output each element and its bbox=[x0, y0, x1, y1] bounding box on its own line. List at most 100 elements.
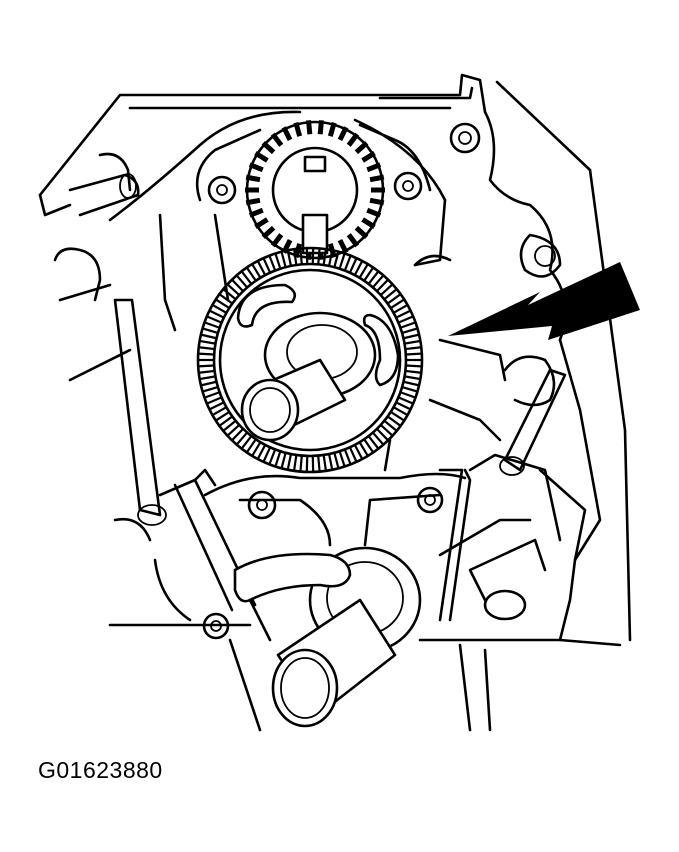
gear-tooth bbox=[354, 140, 369, 155]
gear-tooth bbox=[346, 233, 360, 248]
gear-tooth bbox=[274, 450, 282, 467]
gear-tooth bbox=[254, 217, 269, 229]
gear-tooth bbox=[387, 293, 402, 305]
gear-tooth bbox=[363, 266, 375, 282]
gear-tooth bbox=[293, 243, 303, 259]
gear-tooth bbox=[405, 364, 422, 368]
gear-tooth bbox=[248, 162, 264, 173]
gear-tooth bbox=[358, 441, 369, 457]
gear-tooth bbox=[376, 428, 389, 442]
gear-tooth bbox=[343, 255, 352, 271]
gear-tooth bbox=[198, 352, 215, 356]
gear-tooth bbox=[369, 174, 385, 183]
gear-tooth bbox=[204, 391, 220, 399]
gear-tooth bbox=[372, 274, 385, 289]
right-guide-rail bbox=[416, 368, 567, 622]
gear-tooth bbox=[306, 120, 313, 135]
gear-tooth bbox=[333, 251, 340, 268]
gear-tooth bbox=[353, 260, 364, 276]
gear-tooth bbox=[338, 450, 346, 467]
gear-tooth bbox=[245, 174, 261, 183]
gear-tooth bbox=[393, 303, 409, 314]
left-guide-rail bbox=[113, 298, 277, 640]
gear-tooth bbox=[256, 260, 267, 276]
gear-tooth bbox=[403, 333, 420, 340]
gear-tooth bbox=[231, 278, 244, 292]
gear-tooth bbox=[348, 446, 358, 463]
gear-tooth bbox=[390, 410, 405, 422]
gear-tooth bbox=[281, 126, 293, 141]
gear-tooth bbox=[361, 217, 376, 229]
gear-tooth bbox=[254, 151, 269, 163]
gear-tooth bbox=[235, 431, 248, 446]
gear-tooth bbox=[274, 253, 282, 270]
gear-tooth bbox=[270, 132, 284, 147]
gear-tooth bbox=[317, 248, 321, 265]
gear-tooth bbox=[317, 455, 321, 472]
gear-tooth bbox=[299, 248, 303, 265]
gear-tooth bbox=[338, 253, 346, 270]
gear-tooth bbox=[240, 435, 253, 450]
gear-tooth bbox=[215, 410, 230, 422]
gear-tooth bbox=[199, 339, 216, 345]
gear-tooth bbox=[401, 385, 418, 393]
gear-tooth bbox=[251, 441, 262, 457]
gear-tooth bbox=[379, 424, 394, 437]
gear-tooth bbox=[245, 266, 257, 282]
gear-tooth bbox=[226, 283, 241, 296]
gear-tooth bbox=[403, 380, 420, 387]
gear-tooth bbox=[218, 293, 233, 305]
gear-tooth bbox=[404, 375, 421, 381]
gear-tooth bbox=[245, 438, 257, 454]
gear-tooth bbox=[405, 369, 422, 374]
gear-tooth bbox=[366, 207, 382, 218]
gear-tooth bbox=[222, 419, 237, 432]
gear-tooth bbox=[280, 251, 287, 268]
gear-tooth bbox=[202, 385, 219, 393]
gear-tooth bbox=[367, 435, 380, 450]
gear-tooth bbox=[200, 333, 217, 340]
pointer-arrow bbox=[448, 262, 640, 340]
gear-tooth bbox=[235, 274, 248, 289]
gear-tooth bbox=[209, 309, 225, 319]
gear-tooth bbox=[327, 250, 334, 267]
holding-tool bbox=[233, 546, 422, 728]
gear-tooth bbox=[366, 162, 382, 173]
gear-tooth bbox=[268, 255, 277, 271]
gear-tooth bbox=[245, 197, 261, 206]
gear-tooth bbox=[209, 401, 225, 411]
gear-tooth bbox=[395, 401, 411, 411]
gear-tooth bbox=[211, 406, 227, 417]
gear-tooth bbox=[387, 415, 402, 427]
gear-tooth bbox=[393, 406, 409, 417]
gear-tooth bbox=[231, 428, 244, 442]
gear-tooth bbox=[405, 352, 422, 356]
gear-tooth bbox=[327, 453, 334, 470]
gear-tooth bbox=[317, 120, 324, 135]
gear-tooth bbox=[400, 391, 416, 399]
gear-tooth bbox=[390, 298, 405, 310]
gear-tooth bbox=[379, 283, 394, 296]
engine-block-outline bbox=[38, 73, 632, 732]
gear-tooth bbox=[218, 415, 233, 427]
gear-tooth bbox=[337, 239, 349, 254]
gear-tooth bbox=[346, 132, 360, 147]
gear-tooth bbox=[404, 339, 421, 345]
gear-tooth bbox=[226, 424, 241, 437]
gear-tooth bbox=[204, 321, 220, 329]
gear-tooth bbox=[397, 396, 414, 405]
gear-tooth bbox=[199, 375, 216, 381]
gear-tooth bbox=[248, 207, 264, 218]
gear-tooth bbox=[215, 298, 230, 310]
gear-tooth bbox=[397, 315, 414, 324]
gear-tooth bbox=[198, 364, 215, 368]
gear-tooth bbox=[262, 446, 272, 463]
gear-tooth bbox=[395, 309, 411, 319]
gear-tooth bbox=[333, 452, 340, 469]
gear-tooth bbox=[261, 140, 276, 155]
gear-tooth bbox=[343, 449, 352, 465]
gear-tooth bbox=[211, 303, 227, 314]
crankshaft-gear bbox=[196, 246, 424, 474]
gear-tooth bbox=[299, 455, 303, 472]
gear-tooth bbox=[327, 121, 337, 137]
